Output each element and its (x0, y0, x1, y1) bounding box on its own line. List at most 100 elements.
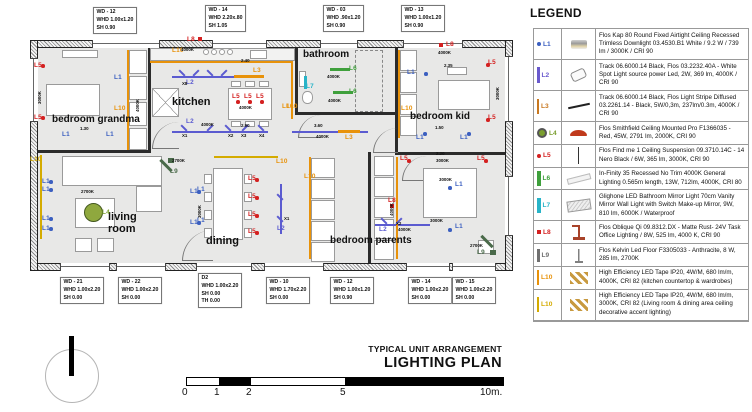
furniture-rect (244, 210, 252, 220)
furniture-rect (231, 121, 241, 127)
fixture-label: L10 (114, 105, 126, 112)
fixture-label: L1 (407, 69, 415, 76)
fixture-label: L5 (248, 193, 256, 200)
window-tag: WD - 21 WHD 1.00x2.20 SH 0.00 (60, 277, 104, 305)
legend-description: Track 06.6000.14 Black, Flos 03.2232.40A… (599, 62, 737, 87)
fixture-label: L5 (244, 93, 252, 100)
legend-symbol-icon (537, 128, 547, 139)
fixture-circle (84, 203, 103, 222)
floor-area (38, 48, 505, 263)
furniture-rect (438, 80, 490, 110)
light-line (172, 76, 234, 78)
furniture-rect (311, 200, 335, 220)
light-dot (255, 196, 259, 200)
annotation: X2 (228, 133, 234, 138)
legend-photo-cell (562, 144, 596, 167)
furniture-rect (245, 121, 255, 127)
interior-wall (368, 152, 371, 263)
light-line (40, 155, 42, 239)
legend-row: L10 High Efficiency LED Tape IP20, 4W/M,… (534, 289, 748, 321)
fixture-label: L10 (286, 103, 298, 110)
light-dot (49, 180, 53, 184)
furniture-rect (129, 76, 147, 100)
furniture-rect (204, 210, 212, 220)
furniture-rect (152, 88, 179, 117)
legend-product-icon (567, 102, 590, 110)
fixture-label: L5 (256, 93, 264, 100)
window-opening (505, 176, 513, 236)
legend-photo-cell (562, 190, 596, 221)
window-tag: WD - 12 WHD 1.00x1.20 SH 0.90 (330, 277, 374, 305)
furniture-rect (355, 50, 383, 112)
fixture-label: L1 (62, 131, 70, 138)
light-dot (255, 214, 259, 218)
furniture-rect (204, 192, 212, 202)
annotation: X3 (241, 133, 247, 138)
legend: LEGEND L1 Flos Kap 80 Round Fixed Airtig… (530, 0, 752, 322)
fixture-label: L10 (172, 47, 184, 54)
light-line (330, 68, 350, 71)
fixture-label: L5 (232, 93, 240, 100)
annotation: 4000K (135, 99, 140, 112)
annotation: 2.35 (444, 63, 453, 68)
fixture-label: L2 (379, 226, 387, 233)
light-line (280, 184, 282, 234)
annotation: 3000K (430, 218, 443, 223)
legend-product-icon (569, 298, 588, 311)
furniture-rect (311, 158, 335, 178)
fixture-label: L4 (102, 209, 110, 216)
light-line (309, 157, 311, 259)
light-dot (41, 64, 45, 68)
fixture-label: L1 (190, 219, 198, 226)
annotation: 4000K (438, 50, 451, 55)
annotation: 4000K (389, 203, 394, 216)
furniture-rect (447, 67, 467, 75)
legend-symbol-icon (537, 270, 539, 286)
legend-product-icon (565, 198, 592, 213)
annotation: 2.40 (241, 58, 250, 63)
fixture-label: L10 (401, 105, 413, 112)
legend-description: Flos Find me 1 Ceiling Suspension 09.371… (599, 147, 745, 163)
annotation: 2.90 (241, 123, 250, 128)
annotation: X8 (182, 81, 188, 86)
light-line (398, 50, 400, 138)
fixture-label: L8 (187, 36, 195, 43)
furniture-rect (204, 174, 212, 184)
furniture-rect (374, 156, 394, 176)
furniture-rect (129, 102, 147, 126)
fixture-label: L1 (460, 134, 468, 141)
legend-fixture-id: L6 (542, 175, 551, 183)
legend-row: L5 Flos Find me 1 Ceiling Suspension 09.… (534, 144, 748, 168)
window-tag: WD - 22 WHD 1.00x2.20 SH 0.00 (118, 277, 162, 305)
legend-row: L9 Flos Kelvin Led Floor F3305033 - Anth… (534, 244, 748, 267)
light-dot (248, 100, 252, 104)
legend-symbol-cell: L1 (534, 29, 562, 60)
furniture-rect (129, 128, 147, 150)
legend-fixture-id: L10 (541, 301, 553, 309)
legend-photo-cell (562, 266, 596, 289)
legend-fixture-id: L10 (541, 274, 553, 282)
furniture-rect (62, 156, 162, 186)
window-tag: D2 WHD 1.00x2.20 SH 0.00 TH 0.00 (198, 273, 242, 309)
light-line (338, 130, 360, 133)
furniture-rect (374, 198, 394, 218)
furniture-rect (400, 50, 417, 71)
light-line (172, 131, 268, 133)
legend-fixture-id: L2 (541, 71, 550, 79)
furniture-rect (97, 238, 114, 252)
room-label: bathroom (303, 49, 350, 60)
legend-row: L2 Track 06.6000.14 Black, Flos 03.2232.… (534, 60, 748, 92)
annotation: 4000K (328, 98, 341, 103)
legend-description: Flos Kap 80 Round Fixed Airtight Ceiling… (599, 31, 740, 56)
legend-photo-cell (562, 244, 596, 266)
window-opening (403, 40, 463, 48)
fixture-label: L1 (197, 186, 205, 193)
furniture-rect (245, 81, 255, 87)
light-line (375, 224, 430, 226)
scale-label: 10m. (480, 387, 503, 398)
legend-row: L8 Flos Oblique Qi 09.8312.DX - Matte Ru… (534, 221, 748, 245)
legend-fixture-id: L3 (541, 102, 549, 110)
furniture-rect (400, 94, 417, 115)
wall-right (505, 40, 513, 271)
furniture-rect (244, 174, 252, 184)
